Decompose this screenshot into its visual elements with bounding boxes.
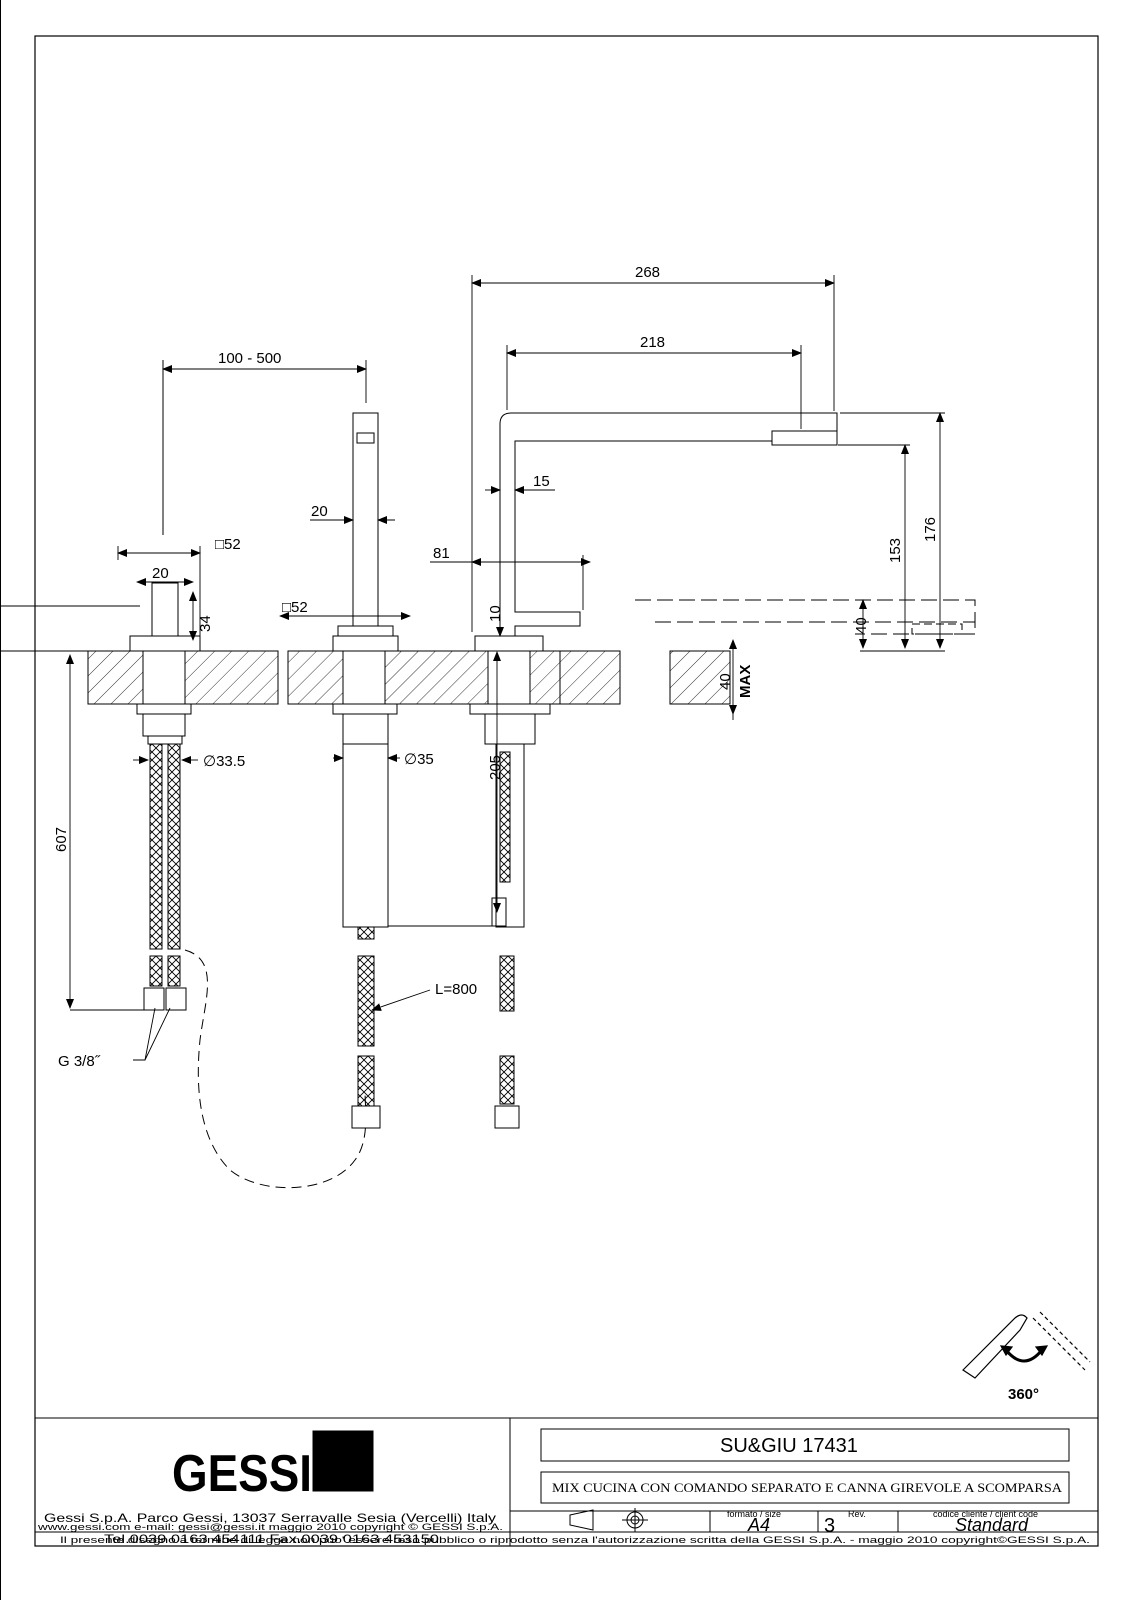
gessi-logo: GESSI bbox=[172, 1445, 312, 1503]
rev-label: Rev. bbox=[848, 1509, 866, 1519]
thread-size: G 3/8˝ bbox=[58, 1053, 101, 1070]
right-spout bbox=[388, 412, 976, 1129]
dim-52-mid: □52 bbox=[282, 599, 308, 616]
product-description: MIX CUCINA CON COMANDO SEPARATO E CANNA … bbox=[552, 1480, 1063, 1495]
dim-35: ∅35 bbox=[404, 751, 434, 768]
left-control bbox=[129, 360, 367, 1189]
dim-607: 607 bbox=[53, 827, 70, 852]
middle-control bbox=[332, 412, 399, 1129]
dim-40-right: 40 bbox=[853, 617, 870, 634]
dim-33-5: ∅33.5 bbox=[203, 753, 245, 770]
client-code-label: codice cliente / client code bbox=[933, 1509, 1038, 1519]
dim-52-left: □52 bbox=[215, 536, 241, 553]
company-address: Gessi S.p.A. Parco Gessi, 13037 Serraval… bbox=[44, 1511, 496, 1525]
legal-disclaimer: Il presente disegno a termine di legge n… bbox=[60, 1535, 1090, 1545]
format-label: formato / size bbox=[727, 1509, 781, 1519]
dim-10: 10 bbox=[487, 605, 504, 622]
rev-value: 3 bbox=[824, 1515, 835, 1537]
hose-length: L=800 bbox=[435, 981, 477, 998]
dim-81: 81 bbox=[433, 545, 450, 562]
dim-40-max: 40 bbox=[717, 673, 734, 690]
dim-218: 218 bbox=[640, 334, 665, 351]
rotation-label: 360° bbox=[1008, 1386, 1039, 1403]
product-code: SU&GIU 17431 bbox=[720, 1435, 858, 1457]
dim-268: 268 bbox=[635, 264, 660, 281]
title-block bbox=[35, 1417, 1098, 1546]
dimension-labels: 100 - 500 268 218 15 20 81 □52 20 □52 34… bbox=[53, 264, 939, 1070]
dim-max: MAX bbox=[737, 665, 754, 698]
dim-15: 15 bbox=[533, 473, 550, 490]
format-value: A4 bbox=[747, 1515, 770, 1535]
dim-20-left: 20 bbox=[152, 565, 169, 582]
dim-20-spout: 20 bbox=[311, 503, 328, 520]
dim-153: 153 bbox=[887, 538, 904, 563]
company-phone-fax: Tel.0039 0163 454111 Fax.0039 0163 45315… bbox=[104, 1532, 439, 1546]
drawing-border bbox=[34, 35, 1099, 1547]
rotation-symbol bbox=[962, 1311, 1091, 1379]
dim-205: 205 bbox=[487, 755, 504, 780]
client-code-value: Standard bbox=[955, 1515, 1029, 1535]
dim-100-500: 100 - 500 bbox=[218, 350, 281, 367]
dim-34: 34 bbox=[197, 615, 214, 632]
countertop bbox=[0, 605, 731, 705]
company-web-email: www.gessi.com e-mail: gessi@gessi.it mag… bbox=[37, 1522, 503, 1532]
dimension-lines bbox=[66, 275, 945, 1061]
dim-176: 176 bbox=[922, 517, 939, 542]
